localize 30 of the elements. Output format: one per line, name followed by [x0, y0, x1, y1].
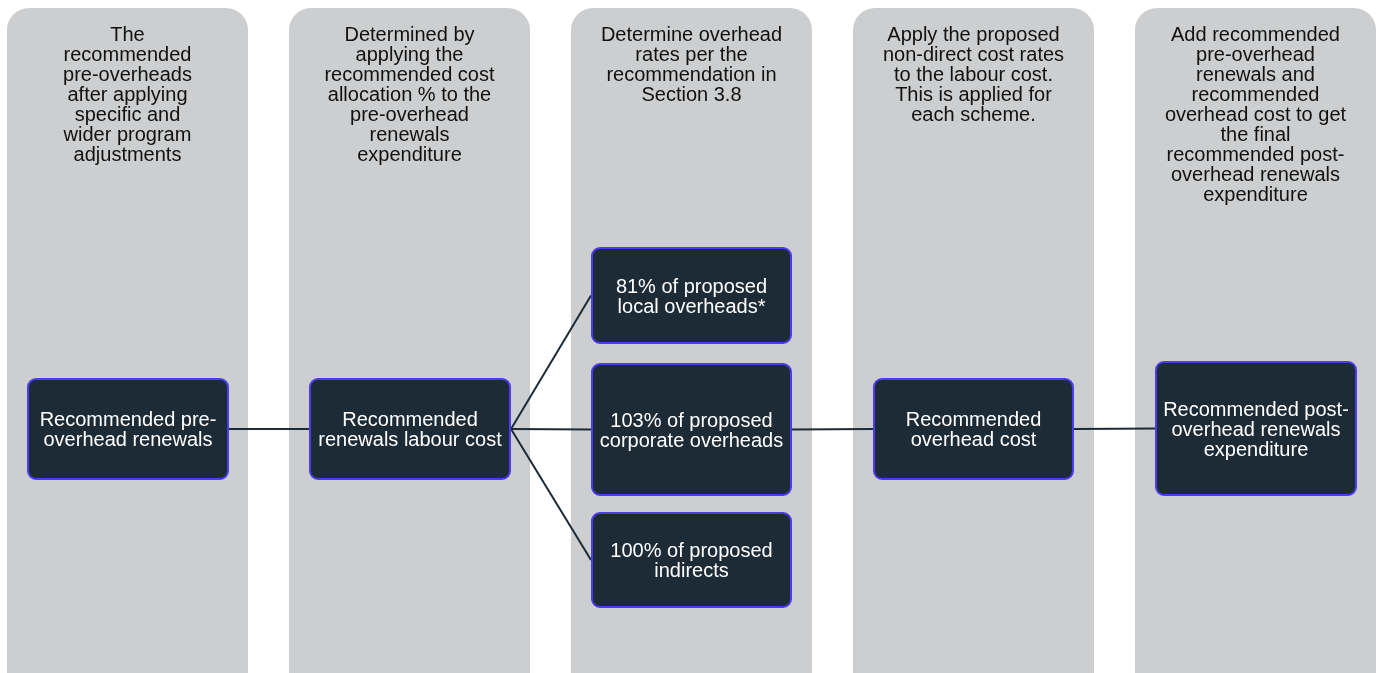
connector-line: [1073, 427, 1156, 430]
connector-line: [510, 428, 592, 431]
column-panel: [571, 8, 812, 673]
column-description: Determined by applying the recommended cost allocation % to the pre-overhead renewals expenditure: [323, 24, 496, 164]
process-box: [27, 378, 229, 480]
connector-line: [228, 428, 310, 430]
process-box: [591, 363, 792, 496]
column-description: Apply the proposed non-direct cost rates to the labour cost. This is applied for each scheme.: [881, 24, 1066, 124]
column-panel: [1135, 8, 1376, 673]
connector-line: [791, 428, 874, 431]
process-box: [591, 247, 792, 344]
box-label: Recommended overhead cost: [904, 409, 1043, 449]
box-label: Recommended post-overhead renewals expenditure: [1162, 398, 1350, 459]
box-label: 81% of proposed local overheads*: [614, 275, 769, 316]
process-box: [1155, 361, 1357, 496]
column-panel: [7, 8, 248, 673]
process-box: [873, 378, 1074, 480]
column-description: The recommended pre-overheads after applying specific and wider program adjustments: [62, 24, 193, 164]
column-panel: [289, 8, 530, 673]
process-box: [309, 378, 511, 480]
connector-line: [510, 428, 592, 561]
column-panel: [853, 8, 1094, 673]
connector-line: [510, 294, 592, 430]
process-box: [591, 512, 792, 608]
box-label: Recommended pre-overhead renewals: [38, 409, 218, 449]
column-description: Add recommended pre-overhead renewals and recommended overhead cost to get the final recommended post-overhead renewals expenditure: [1163, 24, 1348, 204]
box-label: Recommended renewals labour cost: [317, 409, 503, 449]
column-description: Determine overhead rates per the recommendation in Section 3.8: [599, 24, 784, 104]
box-label: 100% of proposed indirects: [609, 540, 774, 580]
box-label: 103% of proposed corporate overheads: [598, 409, 785, 450]
